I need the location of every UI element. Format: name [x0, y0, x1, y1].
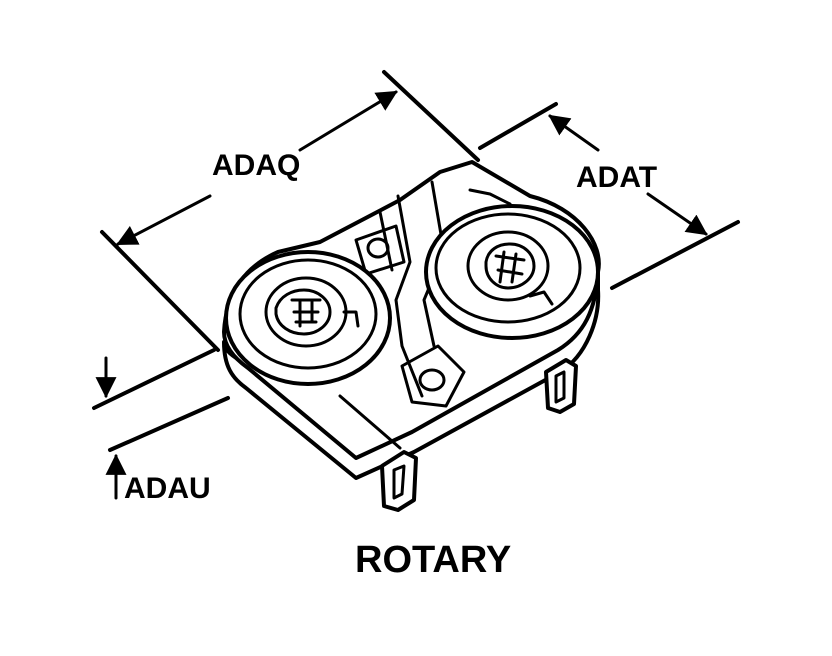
- adaq-label: ADAQ: [212, 149, 300, 182]
- mounting-hole-bottom: [400, 344, 466, 408]
- hole-bottom: [418, 368, 446, 392]
- hole-top: [366, 237, 390, 259]
- hole-boss-bottom: [400, 344, 466, 408]
- right-rotor: [424, 204, 600, 340]
- right-rotor-cap: [484, 242, 536, 290]
- diagram-caption: ROTARY: [355, 539, 511, 581]
- terminal-right: [544, 358, 578, 414]
- extension-line-left: [100, 230, 220, 352]
- adaq-arrow-right: [298, 90, 398, 152]
- terminal-front-tab: [380, 450, 418, 512]
- dimension-adaq: [100, 70, 480, 352]
- adat-arrow-down: [646, 192, 708, 236]
- adat-label: ADAT: [576, 161, 657, 194]
- dimension-adat: [478, 102, 740, 290]
- adat-arrow-up: [548, 114, 600, 152]
- back-edge-line: [468, 188, 512, 206]
- terminal-right-slot: [554, 370, 566, 404]
- hole-boss-top: [354, 224, 406, 276]
- extension-line-top: [478, 102, 558, 150]
- right-rotor-wiper: [528, 290, 554, 306]
- extension-line-right: [382, 70, 480, 162]
- left-rotor-inner-ring: [238, 258, 378, 370]
- rotary-switch-body: [222, 160, 601, 512]
- front-rib-line: [338, 394, 402, 450]
- mounting-hole-top: [354, 224, 406, 276]
- left-rotor: [224, 250, 392, 386]
- terminal-front: [380, 450, 418, 512]
- terminal-front-slot: [392, 464, 406, 500]
- left-rotor-cap: [274, 288, 332, 336]
- terminal-right-tab: [544, 358, 578, 414]
- left-rotor-slot-icon: [290, 298, 322, 328]
- adaq-arrow-left: [116, 194, 212, 246]
- left-rotor-outer-ring: [224, 250, 392, 386]
- adau-label: ADAU: [124, 472, 211, 505]
- extension-line-lower: [108, 396, 230, 452]
- right-rotor-slot-icon: [494, 250, 526, 284]
- right-rotor-hub: [466, 230, 550, 302]
- left-rotor-wiper: [342, 310, 360, 328]
- right-rotor-inner-ring: [434, 212, 582, 324]
- extension-line-bottom: [610, 220, 740, 290]
- dimension-adau: [92, 348, 230, 500]
- extension-line-upper: [92, 348, 216, 410]
